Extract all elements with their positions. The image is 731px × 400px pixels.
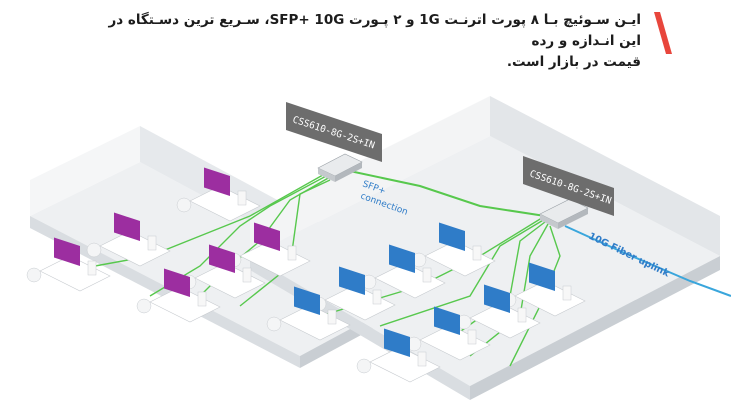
workstation-icon	[176, 167, 261, 222]
monitor-icon	[529, 262, 555, 291]
monitor-icon	[254, 222, 280, 251]
workstation-icon	[136, 268, 221, 323]
page-header: ایـن سـوئیچ بـا ۸ پورت اترنـت 1G و ۲ پـو…	[0, 0, 731, 70]
heading-line-1: ایـن سـوئیچ بـا ۸ پورت اترنـت 1G و ۲ پـو…	[108, 12, 641, 49]
workstation-icon	[356, 328, 441, 383]
workstation-icon	[266, 286, 351, 341]
monitor-icon	[204, 167, 230, 196]
monitor-icon	[294, 286, 320, 315]
chair-icon	[136, 298, 152, 314]
heading-line-2: قیمت در بازار است.	[506, 54, 641, 70]
fiber-uplink	[564, 225, 731, 297]
chair-icon	[86, 242, 102, 258]
chair-icon	[266, 316, 282, 332]
workstation-icon	[406, 306, 491, 361]
network-diagram: CSS610-8G-2S+IN CSS610-8G-2S+IN SFP+ con…	[26, 96, 731, 400]
monitor-icon	[434, 306, 460, 335]
chair-icon	[26, 267, 42, 283]
monitor-icon	[339, 266, 365, 295]
chair-icon	[356, 358, 372, 374]
chair-icon	[176, 197, 192, 213]
workstation-icon	[181, 244, 266, 299]
monitor-icon	[164, 268, 190, 297]
workstation-icon	[26, 237, 111, 292]
workstation-icon	[86, 212, 171, 267]
accent-bar-icon	[654, 12, 672, 54]
workstation-icon	[411, 222, 496, 277]
monitor-icon	[209, 244, 235, 273]
workstations-left	[26, 167, 311, 323]
page-heading: ایـن سـوئیچ بـا ۸ پورت اترنـت 1G و ۲ پـو…	[101, 10, 641, 73]
monitor-icon	[389, 244, 415, 273]
workstation-icon	[456, 284, 541, 339]
workstation-icon	[361, 244, 446, 299]
switch-icon	[539, 198, 589, 229]
monitor-icon	[54, 237, 80, 266]
monitor-icon	[114, 212, 140, 241]
switch-model-tag-left: CSS610-8G-2S+IN	[286, 102, 382, 162]
sfp-link	[344, 169, 546, 217]
monitor-icon	[384, 328, 410, 357]
switch-icon	[317, 153, 363, 182]
workstations-right	[266, 222, 586, 383]
monitor-icon	[484, 284, 510, 313]
monitor-icon	[439, 222, 465, 251]
